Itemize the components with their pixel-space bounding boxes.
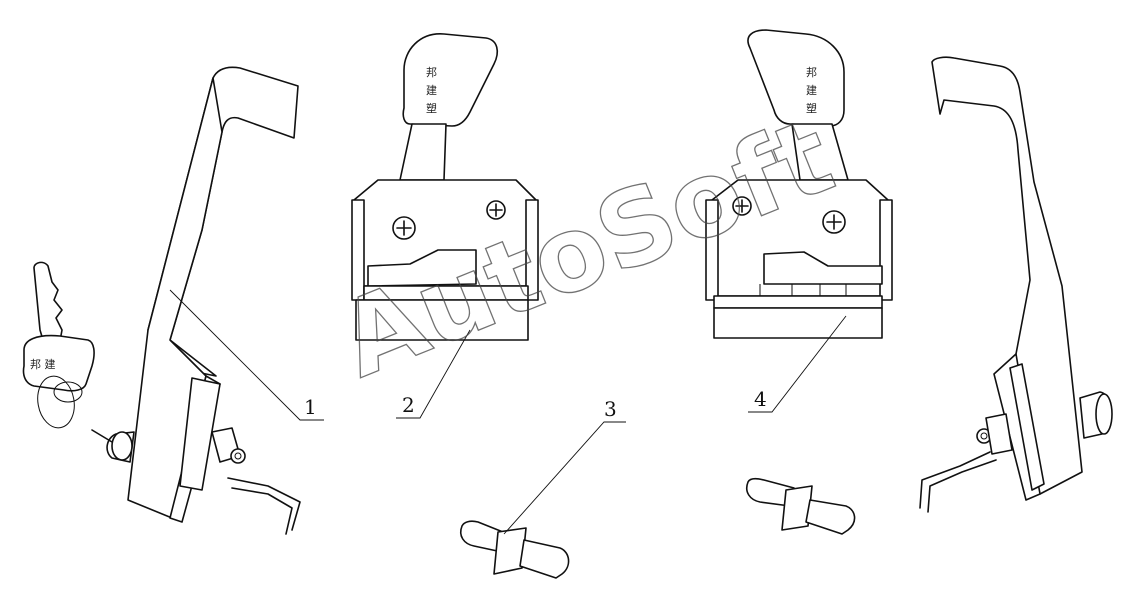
- right-door-handle: [919, 56, 1113, 513]
- key-text: 邦 建: [30, 357, 56, 371]
- handle-char-3r: 塑: [806, 101, 817, 115]
- callout-2: 2: [402, 393, 415, 417]
- pin-left: [459, 520, 570, 579]
- handle-char-1: 邦: [426, 66, 437, 79]
- left-door-handle: [106, 66, 301, 535]
- handle-char-2r: 建: [806, 83, 817, 97]
- handle-char-1r: 邦: [806, 66, 817, 79]
- callout-3: 3: [604, 397, 617, 421]
- pin-right: [745, 477, 856, 535]
- handle-char-3: 塑: [426, 101, 437, 115]
- callout-1: 1: [304, 395, 317, 419]
- switch-assembly-left: 邦 建 塑: [351, 33, 539, 341]
- switch-assembly-right: 邦 建 塑: [705, 29, 893, 339]
- handle-char-2: 建: [426, 83, 437, 97]
- key-icon: 邦 建: [22, 261, 113, 443]
- callout-4: 4: [754, 387, 767, 411]
- leader-lines: [169, 289, 847, 535]
